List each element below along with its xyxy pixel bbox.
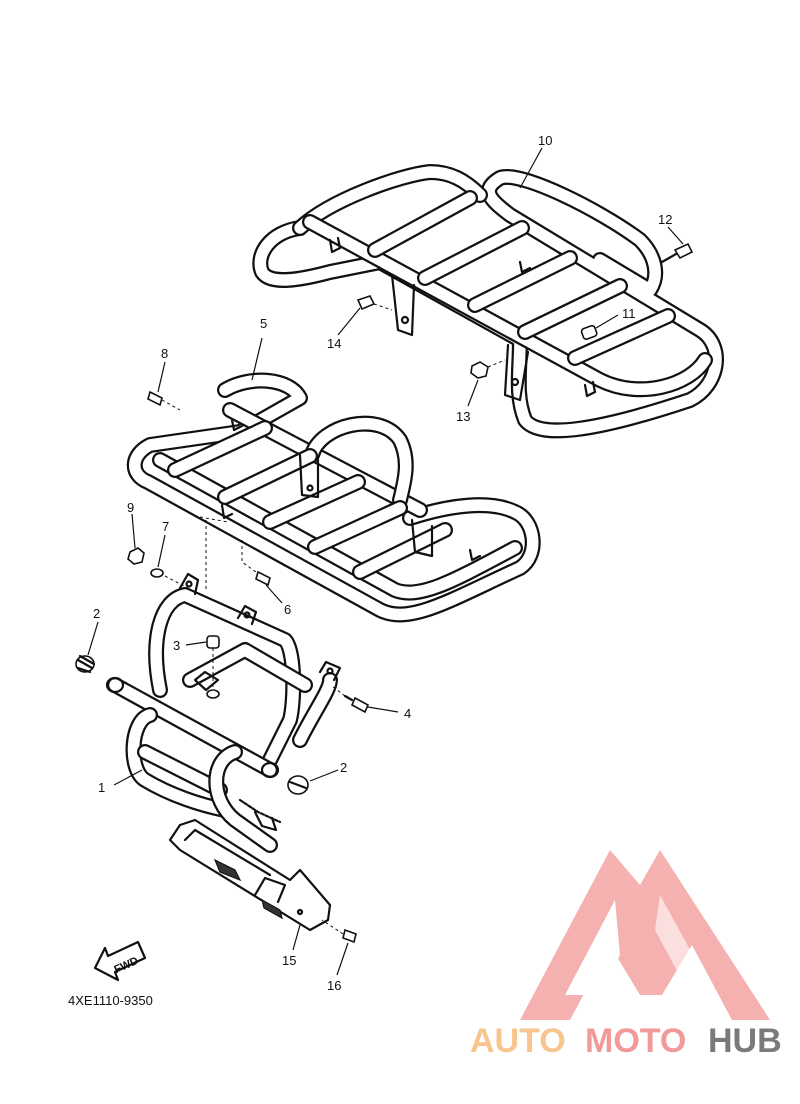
bolt-4 [331,685,370,714]
bolt-8 [147,390,181,411]
nut-9 [127,547,145,565]
bolt-12 [660,242,694,264]
collar [206,635,220,699]
callout-12: 12 [658,212,672,227]
callout-6: 6 [284,602,291,617]
callout-11: 11 [622,306,636,321]
watermark-part-hub: HUB [708,1022,782,1060]
callout-9: 9 [127,500,134,515]
bolt-16 [321,919,357,944]
watermark-part-moto: MOTO [585,1022,686,1060]
callout-4: 4 [404,706,411,721]
fwd-arrow-icon: FWD [93,940,147,982]
plug-right [287,775,309,795]
bolt-6 [241,540,271,587]
callout-7: 7 [162,519,169,534]
part-code: 4XE1110-9350 [68,993,153,1008]
plug-left [75,654,96,674]
washer-7 [150,568,189,589]
callout-1: 1 [98,780,105,795]
watermark-part-auto: AUTO [470,1022,566,1060]
callout-3: 3 [173,638,180,653]
skid-plate [168,818,332,932]
callout-2-right: 2 [340,760,347,775]
callout-16: 16 [327,978,341,993]
callout-13: 13 [456,409,470,424]
leader-lines [87,147,684,976]
fwd-label: FWD [112,955,140,976]
bolt-14 [356,295,393,311]
callout-5: 5 [260,316,267,331]
callout-10: 10 [538,133,552,148]
front-carrier [126,372,541,623]
watermark-logo-icon [520,850,770,1020]
collar-11 [580,324,598,340]
callout-8: 8 [161,346,168,361]
callout-15: 15 [282,953,296,968]
callout-14: 14 [327,336,341,351]
watermark-text: AUTO MOTO HUB [470,1022,782,1060]
front-guard [105,572,342,853]
rear-carrier [252,164,724,439]
nut-13 [470,359,506,379]
callout-2-left: 2 [93,606,100,621]
